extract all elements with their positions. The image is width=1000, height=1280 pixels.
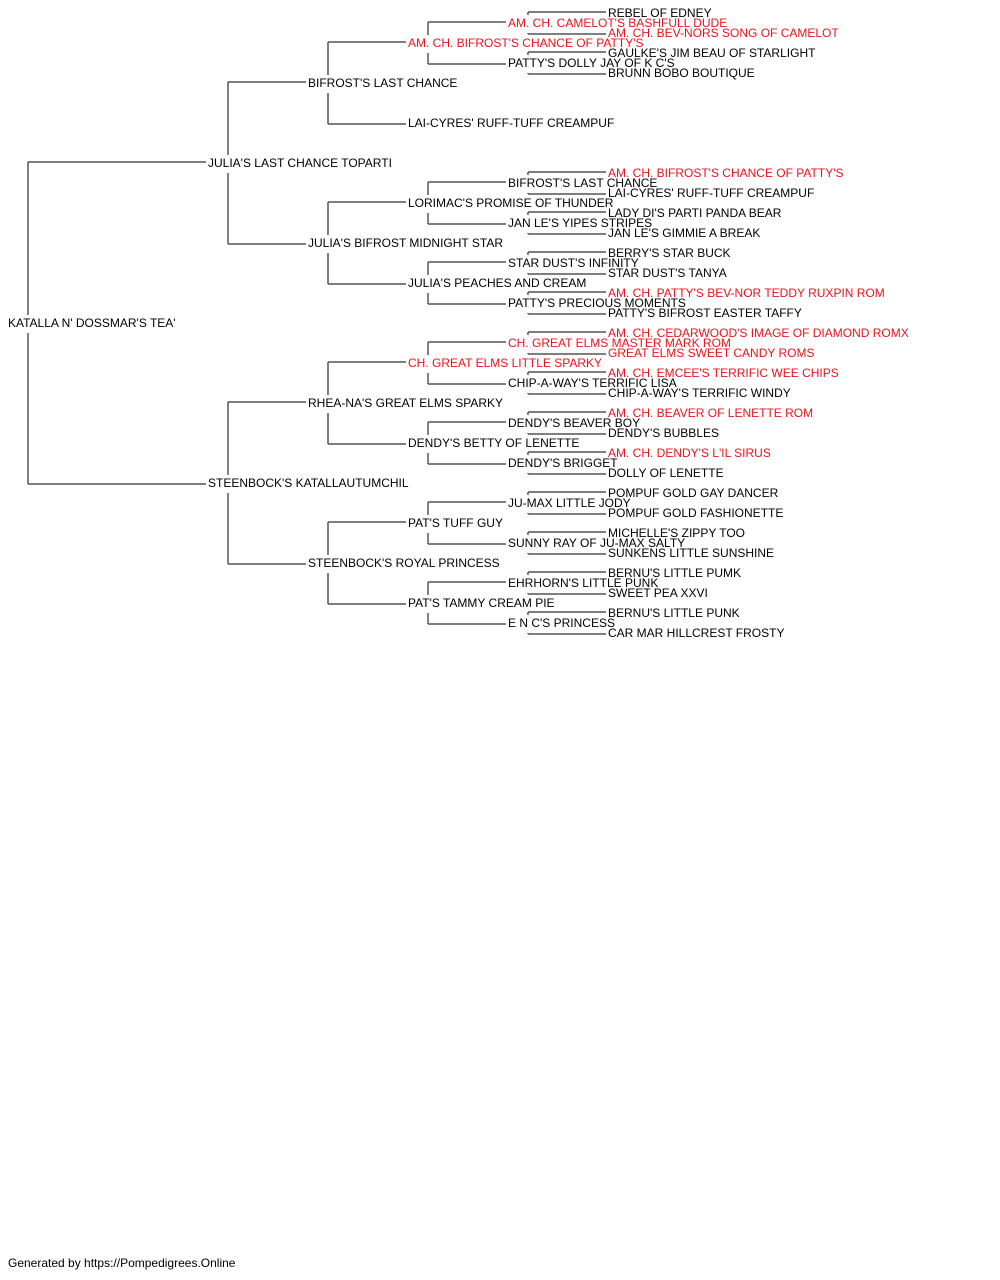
ancestor-name[interactable]: SUNNY RAY OF JU-MAX SALTY (508, 536, 685, 550)
ancestor-name[interactable]: SUNKENS LITTLE SUNSHINE (608, 546, 774, 560)
ancestor-name[interactable]: SWEET PEA XXVI (608, 586, 708, 600)
ancestor-name[interactable]: AM. CH. CEDARWOOD'S IMAGE OF DIAMOND ROM… (608, 326, 909, 340)
ancestor-name[interactable]: PATTY'S BIFROST EASTER TAFFY (608, 306, 802, 320)
ancestor-name[interactable]: BIFROST'S LAST CHANCE (508, 176, 657, 190)
ancestor-name[interactable]: PATTY'S DOLLY JAY OF K C'S (508, 56, 675, 70)
ancestor-name[interactable]: AM. CH. DENDY'S L'IL SIRUS (608, 446, 771, 460)
ancestor-name[interactable]: POMPUF GOLD FASHIONETTE (608, 506, 783, 520)
ancestor-name[interactable]: EHRHORN'S LITTLE PUNK (508, 576, 658, 590)
ancestor-name[interactable]: AM. CH. EMCEE'S TERRIFIC WEE CHIPS (608, 366, 839, 380)
ancestor-name[interactable]: CH. GREAT ELMS MASTER MARK ROM (508, 336, 731, 350)
ancestor-name[interactable]: LAI-CYRES' RUFF-TUFF CREAMPUF (408, 116, 614, 130)
ancestor-name[interactable]: JAN LE'S GIMMIE A BREAK (608, 226, 760, 240)
ancestor-name[interactable]: CHIP-A-WAY'S TERRIFIC WINDY (608, 386, 791, 400)
ancestor-name[interactable]: MICHELLE'S ZIPPY TOO (608, 526, 745, 540)
ancestor-name[interactable]: BERNU'S LITTLE PUNK (608, 606, 740, 620)
subject-name[interactable]: KATALLA N' DOSSMAR'S TEA' (8, 316, 176, 330)
ancestor-name[interactable]: POMPUF GOLD GAY DANCER (608, 486, 779, 500)
ancestor-name[interactable]: JULIA'S BIFROST MIDNIGHT STAR (308, 236, 503, 250)
ancestor-name[interactable]: AM. CH. BIFROST'S CHANCE OF PATTY'S (408, 36, 644, 50)
ancestor-name[interactable]: LADY DI'S PARTI PANDA BEAR (608, 206, 782, 220)
ancestor-name[interactable]: DENDY'S BEAVER BOY (508, 416, 640, 430)
ancestor-name[interactable]: GAULKE'S JIM BEAU OF STARLIGHT (608, 46, 816, 60)
ancestor-name[interactable]: CHIP-A-WAY'S TERRIFIC LISA (508, 376, 677, 390)
ancestor-name[interactable]: STEENBOCK'S ROYAL PRINCESS (308, 556, 500, 570)
ancestor-name[interactable]: PAT'S TAMMY CREAM PIE (408, 596, 555, 610)
ancestor-name[interactable]: STAR DUST'S TANYA (608, 266, 727, 280)
ancestor-name[interactable]: AM. CH. PATTY'S BEV-NOR TEDDY RUXPIN ROM (608, 286, 885, 300)
ancestor-name[interactable]: BIFROST'S LAST CHANCE (308, 76, 457, 90)
ancestor-name[interactable]: BERRY'S STAR BUCK (608, 246, 731, 260)
ancestor-name[interactable]: BRUNN BOBO BOUTIQUE (608, 66, 755, 80)
ancestor-name[interactable]: CAR MAR HILLCREST FROSTY (608, 626, 784, 640)
ancestor-name[interactable]: JAN LE'S YIPES STRIPES (508, 216, 652, 230)
ancestor-name[interactable]: DENDY'S BETTY OF LENETTE (408, 436, 579, 450)
ancestor-name[interactable]: PATTY'S PRECIOUS MOMENTS (508, 296, 686, 310)
ancestor-name[interactable]: JU-MAX LITTLE JODY (508, 496, 631, 510)
ancestor-name[interactable]: BERNU'S LITTLE PUMK (608, 566, 741, 580)
ancestor-name[interactable]: DOLLY OF LENETTE (608, 466, 724, 480)
ancestor-name[interactable]: JULIA'S PEACHES AND CREAM (408, 276, 586, 290)
ancestor-name[interactable]: DENDY'S BUBBLES (608, 426, 719, 440)
ancestor-name[interactable]: AM. CH. BEV-NORS SONG OF CAMELOT (608, 26, 839, 40)
ancestor-name[interactable]: REBEL OF EDNEY (608, 6, 712, 20)
ancestor-name[interactable]: STEENBOCK'S KATALLAUTUMCHIL (208, 476, 409, 490)
footer-credit: Generated by https://Pompedigrees.Online (8, 1256, 236, 1270)
ancestor-name[interactable]: E N C'S PRINCESS (508, 616, 615, 630)
ancestor-name[interactable]: AM. CH. BIFROST'S CHANCE OF PATTY'S (608, 166, 844, 180)
ancestor-name[interactable]: LAI-CYRES' RUFF-TUFF CREAMPUF (608, 186, 814, 200)
ancestor-name[interactable]: CH. GREAT ELMS LITTLE SPARKY (408, 356, 602, 370)
ancestor-name[interactable]: AM. CH. BEAVER OF LENETTE ROM (608, 406, 813, 420)
ancestor-name[interactable]: PAT'S TUFF GUY (408, 516, 503, 530)
ancestor-name[interactable]: DENDY'S BRIGGET (508, 456, 618, 470)
ancestor-name[interactable]: JULIA'S LAST CHANCE TOPARTI (208, 156, 392, 170)
ancestor-name[interactable]: AM. CH. CAMELOT'S BASHFULL DUDE (508, 16, 727, 30)
ancestor-name[interactable]: RHEA-NA'S GREAT ELMS SPARKY (308, 396, 503, 410)
ancestor-name[interactable]: LORIMAC'S PROMISE OF THUNDER (408, 196, 614, 210)
ancestor-name[interactable]: GREAT ELMS SWEET CANDY ROMS (608, 346, 814, 360)
ancestor-name[interactable]: STAR DUST'S INFINITY (508, 256, 639, 270)
